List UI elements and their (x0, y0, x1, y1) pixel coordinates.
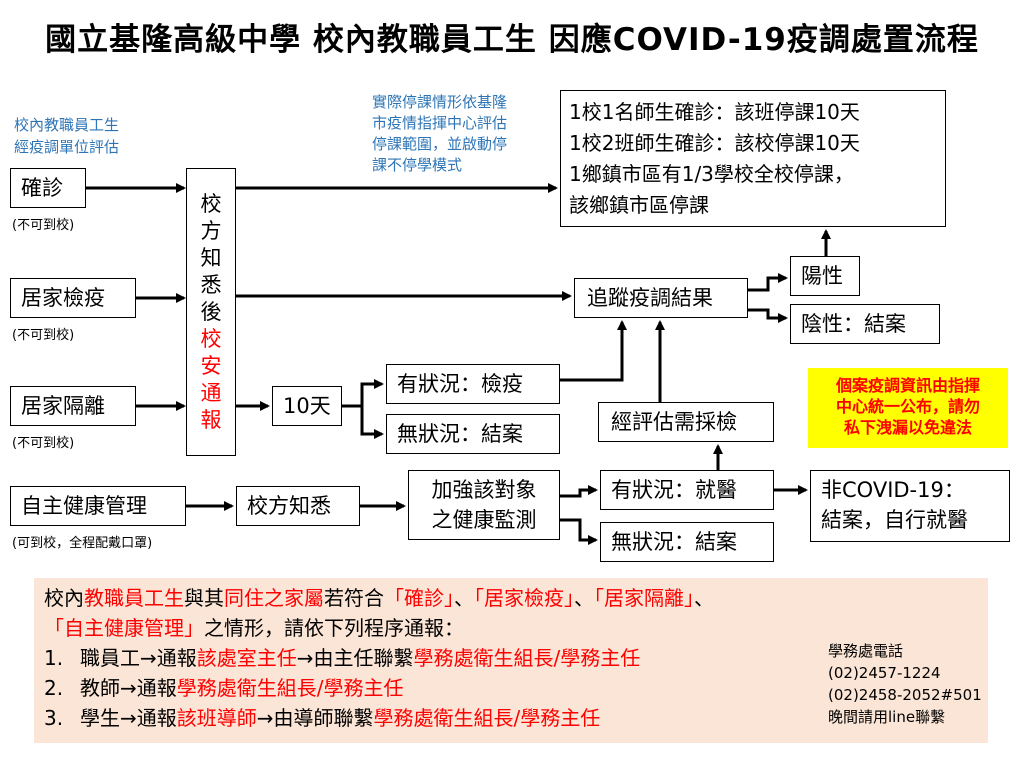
negative-box: 陰性：結案 (790, 304, 940, 344)
home-quarantine-note: (不可到校) (12, 328, 75, 343)
home-quarantine-box: 居家檢疫 (10, 278, 136, 318)
symptom-quarantine-box: 有狀況：檢疫 (386, 364, 560, 404)
page-title: 國立基隆高級中學 校內教職員工生 因應COVID-19疫調處置流程 (45, 22, 979, 58)
reporting-procedure-note: 校內教職員工生與其同住之家屬若符合「確診」、「居家檢疫」、「居家隔離」、 「自主… (34, 578, 988, 743)
school-notify-box: 校 方 知 悉 後 校 安 通 報 (186, 168, 236, 456)
no-symptom-close-box: 無狀況：結案 (386, 414, 560, 454)
procedure-item-teacher: 2.教師→通報學務處衛生組長/學務主任 (44, 676, 404, 700)
confirmed-box: 確診 (10, 168, 86, 208)
ten-days-box: 10天 (272, 386, 342, 426)
privacy-warning-note: 個案疫調資訊由指揮 中心統一公布，請勿 私下洩漏以免違法 (808, 368, 1008, 448)
confirmed-note: (不可到校) (12, 218, 75, 233)
non-covid-box: 非COVID-19： 結案，自行就醫 (810, 470, 1010, 542)
strengthen-monitoring-box: 加強該對象 之健康監測 (408, 470, 560, 540)
school-aware-box: 校方知悉 (236, 486, 360, 526)
arrow-tendays-branch-up (342, 379, 384, 408)
home-isolation-note: (不可到校) (12, 436, 75, 451)
procedure-line-1: 校內教職員工生與其同住之家屬若符合「確診」、「居家檢疫」、「居家隔離」、 (44, 586, 714, 610)
procedure-item-staff: 1.職員工→通報該處室主任→由主任聯繫學務處衛生組長/學務主任 (44, 646, 641, 670)
symptom-doctor-box: 有狀況：就醫 (600, 470, 774, 510)
suspension-note: 實際停課情形依基隆 市疫情指揮中心評估 停課範圍，並啟動停 課不停學模式 (372, 93, 508, 174)
left-note: 校內教職員工生 經疫調單位評估 (14, 116, 120, 156)
phone-info: 學務處電話 (02)2457-1224 (02)2458-2052#501 晚間… (828, 642, 982, 726)
self-health-box: 自主健康管理 (10, 486, 186, 526)
arrow-trace-positive (748, 273, 788, 292)
arrow-strengthen-doctor (560, 485, 598, 498)
arrow-strengthen-close (560, 518, 598, 545)
self-health-note: (可到校，全程配戴口罩) (12, 536, 153, 551)
home-isolation-box: 居家隔離 (10, 386, 136, 426)
trace-result-box: 追蹤疫調結果 (574, 278, 748, 318)
arrow-trace-negative (748, 308, 788, 323)
procedure-line-2: 「自主健康管理」之情形，請依下列程序通報： (44, 616, 464, 640)
arrow-symptom-trace (560, 320, 627, 382)
procedure-item-student: 3.學生→通報該班導師→由導師聯繫學務處衛生組長/學務主任 (44, 706, 601, 730)
suspension-rules-box: 1校1名師生確診：該班停課10天 1校2班師生確診：該校停課10天 1鄉鎮市區有… (560, 90, 946, 227)
no-symptom-close-box-2: 無狀況：結案 (600, 522, 774, 562)
assess-test-box: 經評估需採檢 (598, 402, 774, 442)
arrow-tendays-branch-down (360, 406, 384, 439)
positive-box: 陽性 (790, 256, 860, 296)
